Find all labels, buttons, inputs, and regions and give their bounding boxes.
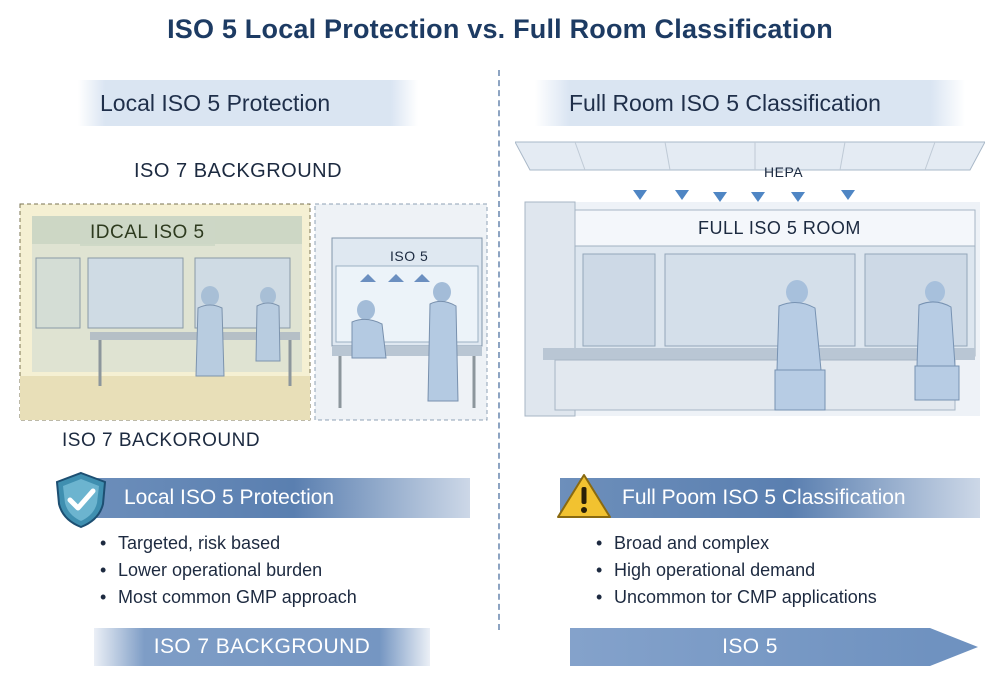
list-item: Targeted, risk based [100, 530, 357, 557]
iso7-background-top-label: ISO 7 BACKGROUND [134, 160, 343, 182]
list-item: Broad and complex [596, 530, 877, 557]
full-room-illustration [515, 130, 985, 430]
hepa-label: HEPA [764, 164, 804, 180]
left-footer-bar: ISO 7 BACKGROUND [94, 628, 430, 666]
iso5-hood-label: ISO 5 [390, 248, 429, 264]
right-column-heading: Full Room ISO 5 Classification [535, 80, 965, 126]
list-item: Uncommon tor CMP applications [596, 584, 877, 611]
iso7-background-bottom-label: ISO 7 BACKOROUND [62, 430, 261, 451]
shield-check-icon [52, 470, 110, 535]
local-iso5-room-sign: IDCAL ISO 5 [80, 220, 215, 246]
page-title: ISO 5 Local Protection vs. Full Room Cla… [167, 14, 833, 44]
list-item: Lower operational burden [100, 557, 357, 584]
right-footer-bar: ISO 5 [570, 628, 930, 666]
list-item: High operational demand [596, 557, 877, 584]
arrow-right-icon [930, 622, 982, 677]
left-column-heading: Local ISO 5 Protection [78, 80, 418, 126]
right-bullet-list: Broad and complex High operational deman… [596, 530, 877, 611]
full-iso5-room-sign: FULL ISO 5 ROOM [698, 218, 861, 238]
left-bullet-list: Targeted, risk based Lower operational b… [100, 530, 357, 611]
list-item: Most common GMP approach [100, 584, 357, 611]
right-summary-banner: Full Poom ISO 5 Classification [560, 478, 980, 518]
local-protection-illustration [10, 146, 490, 456]
warning-triangle-icon [555, 472, 613, 525]
column-divider [498, 70, 500, 630]
left-summary-banner: Local ISO 5 Protection [78, 478, 470, 518]
